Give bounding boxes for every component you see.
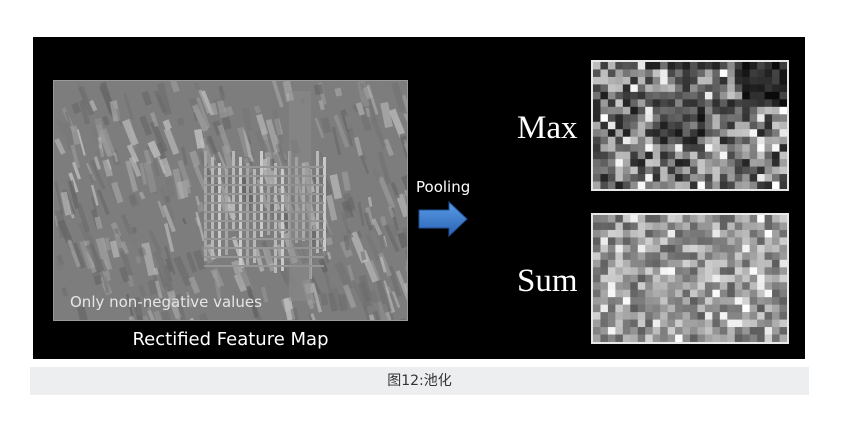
sum-pooling-label: Sum: [517, 263, 578, 299]
figure-caption: 图12:池化: [30, 367, 809, 395]
max-pooling-label: Max: [517, 110, 578, 146]
feature-map-caption: Rectified Feature Map: [132, 329, 329, 350]
sum-pooled-map-image: [591, 213, 789, 344]
max-pooled-map-image: [591, 60, 789, 191]
pooling-label: Pooling: [416, 178, 471, 196]
figure-caption-text: 图12:池化: [387, 373, 452, 389]
rectified-feature-map-image: Only non-negative values: [53, 80, 408, 321]
pooling-figure: Only non-negative values Rectified Featu…: [33, 37, 805, 359]
feature-map-note: Only non-negative values: [70, 293, 262, 311]
right-arrow-icon: [418, 201, 468, 237]
